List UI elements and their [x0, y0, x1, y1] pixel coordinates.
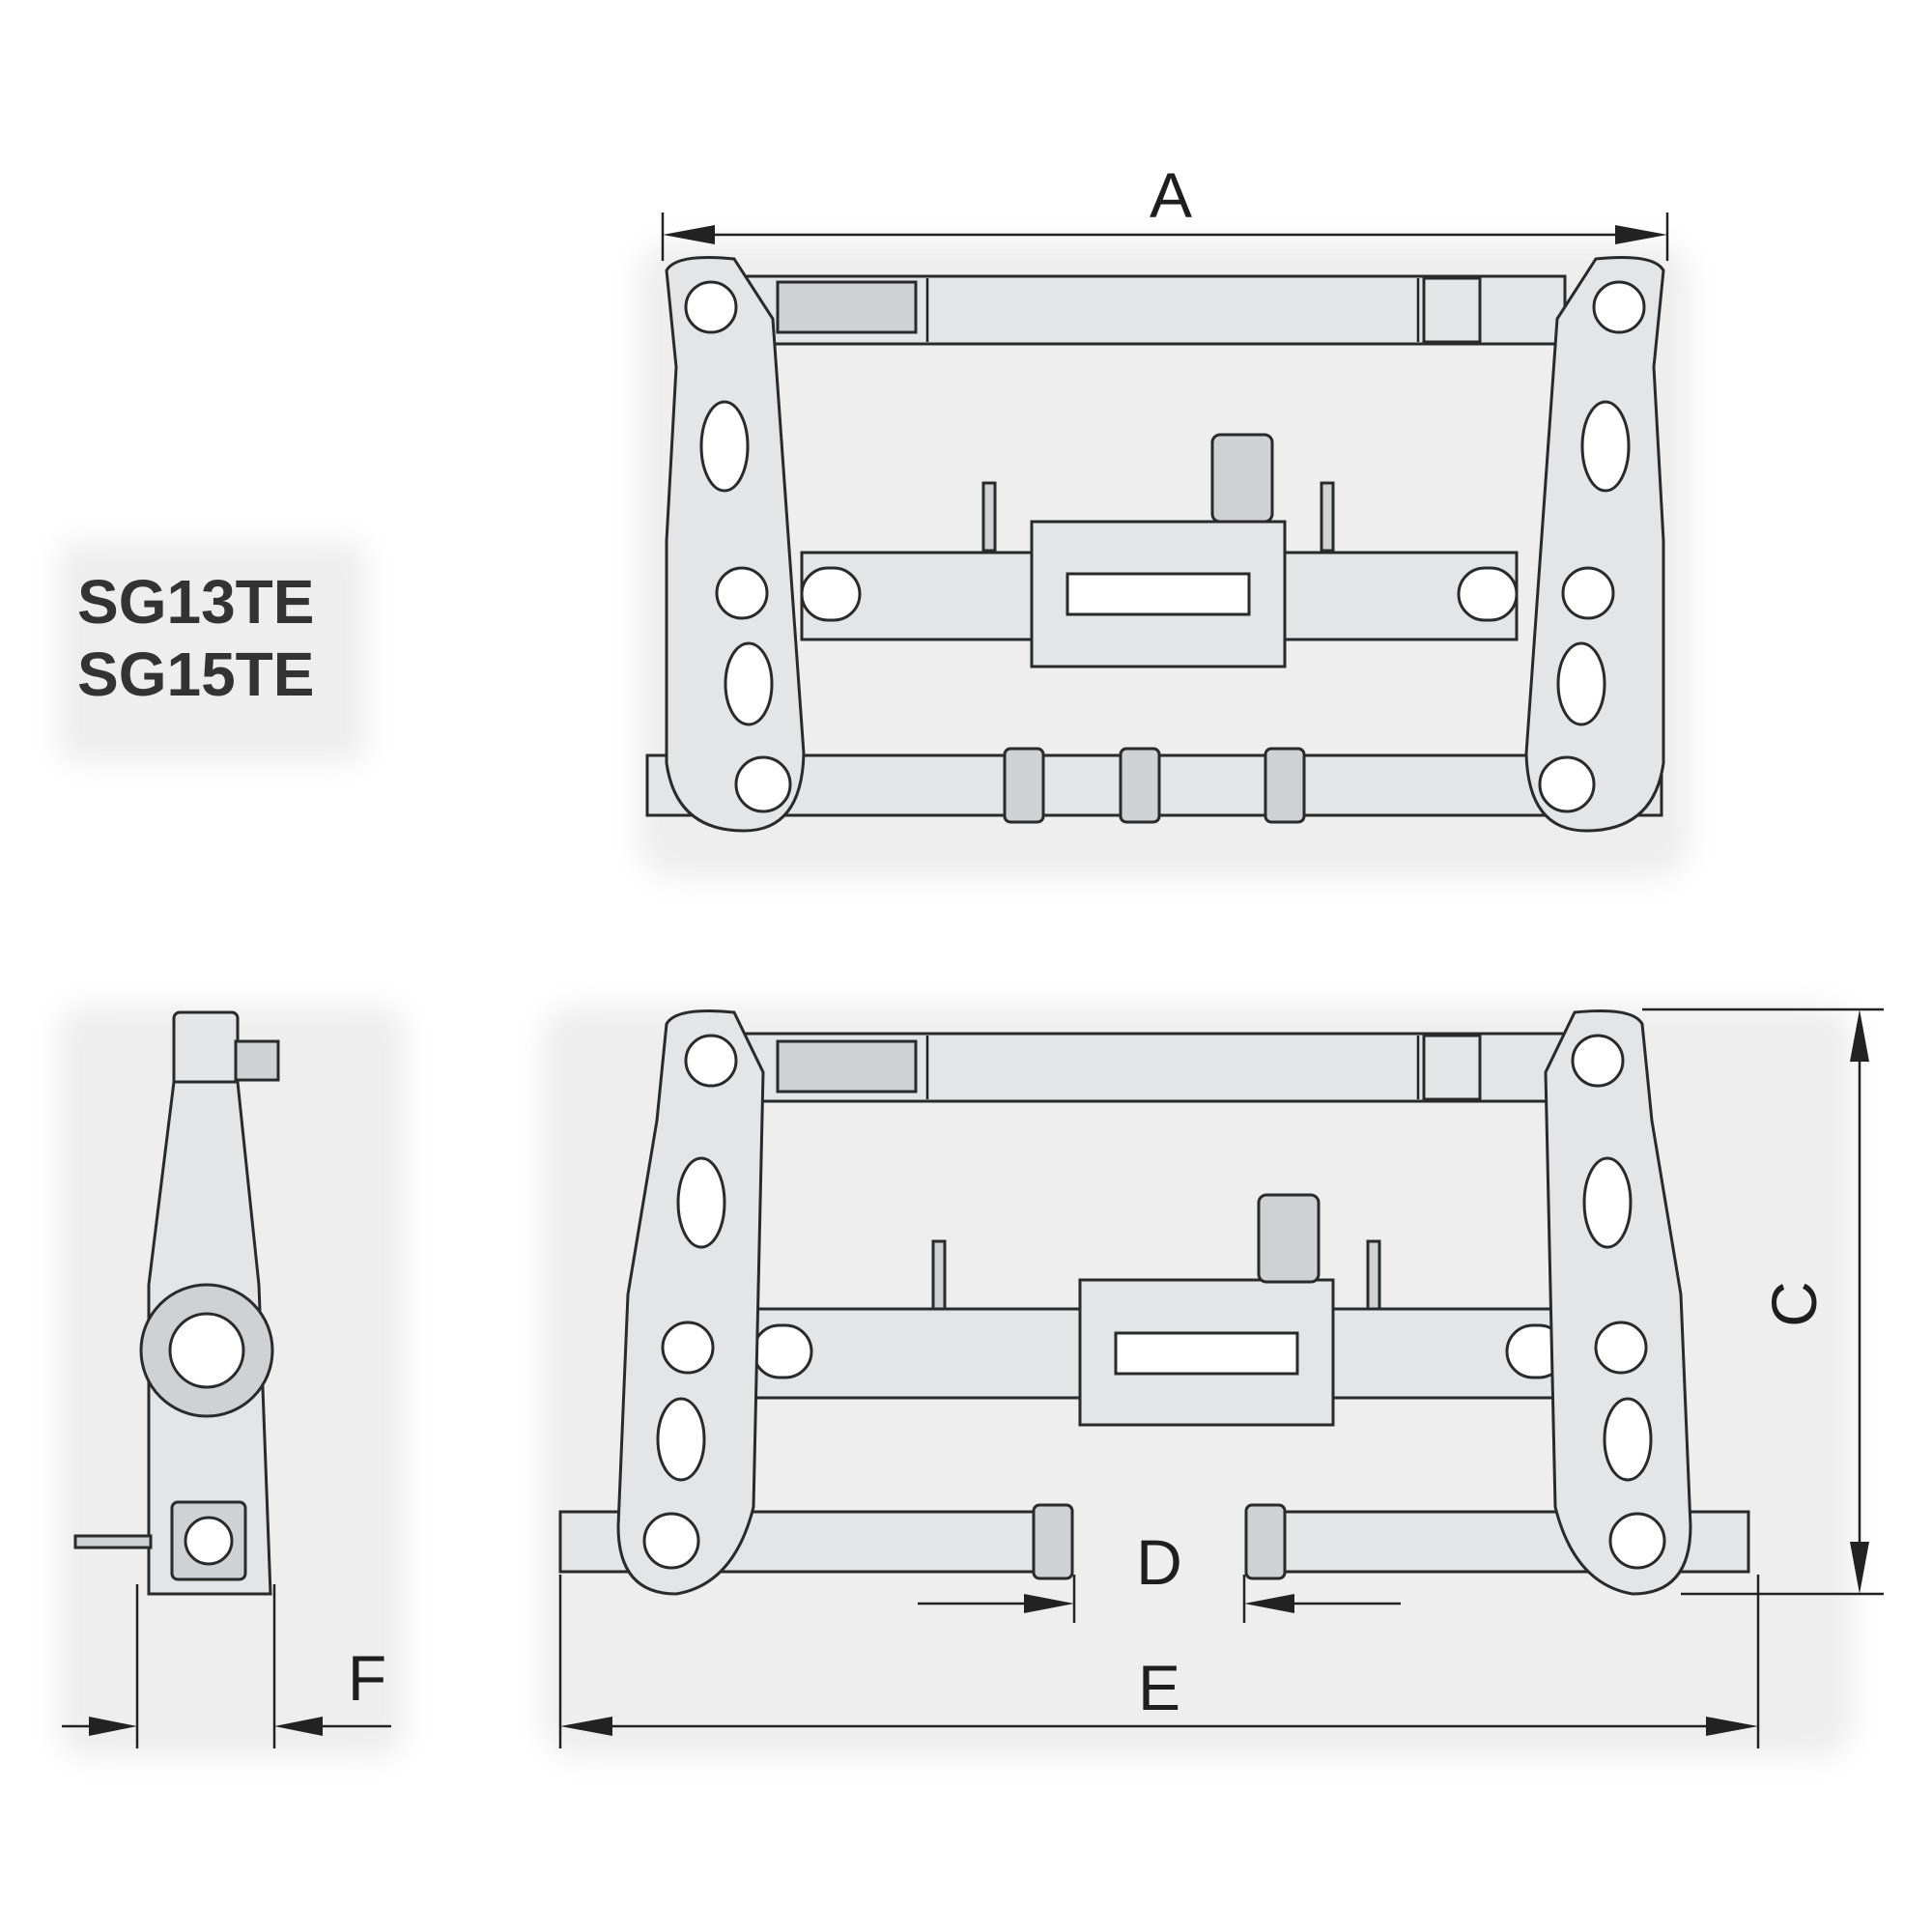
right-arm-2-hole-mid — [1594, 1321, 1648, 1375]
dimension-d: D — [918, 1526, 1401, 1623]
left-arm-2-hole-mid — [661, 1321, 715, 1375]
dimension-label-d: D — [1136, 1526, 1182, 1598]
left-arm-slot-2 — [724, 641, 774, 726]
side-view: F — [62, 1010, 391, 1748]
side-lower-hole — [184, 1516, 234, 1566]
roller-1 — [1003, 747, 1045, 824]
right-arm-2-hole-top — [1571, 1034, 1625, 1088]
left-arm-hole-bottom — [734, 755, 792, 813]
center-window — [1065, 572, 1251, 616]
model-name-1: SG13TE — [77, 567, 314, 637]
side-handle — [73, 1534, 153, 1549]
dimension-a: A — [661, 159, 1669, 261]
roller-right — [1244, 1503, 1287, 1580]
roller-2 — [1119, 747, 1161, 824]
right-arm-slot-1 — [1580, 400, 1631, 493]
right-arm-hole-mid — [1561, 566, 1615, 620]
left-arm-2-hole-top — [684, 1034, 738, 1088]
bolt-left — [981, 481, 997, 553]
dimension-label-a: A — [1150, 159, 1192, 231]
bolt-left-2 — [931, 1239, 947, 1311]
left-arm-2 — [616, 1009, 765, 1596]
left-arm-hole-top — [684, 280, 738, 334]
dimension-label-e: E — [1138, 1652, 1180, 1723]
warning-label-2 — [1422, 1034, 1482, 1101]
bottom-view: C D E — [558, 1008, 1884, 1748]
model-name-2: SG15TE — [77, 639, 314, 709]
bolt-right — [1320, 481, 1335, 553]
top-knob — [1210, 433, 1274, 524]
right-arm-2 — [1544, 1009, 1692, 1596]
warning-label — [1422, 276, 1482, 344]
left-arm-2-slot-2 — [656, 1397, 706, 1482]
right-arm-2-slot-1 — [1582, 1156, 1633, 1249]
dimension-label-f: F — [348, 1642, 386, 1714]
left-arm-2-hole-bottom — [642, 1512, 700, 1570]
dimension-f: F — [62, 1584, 391, 1748]
right-arm-hole-top — [1592, 280, 1646, 334]
left-arm-slot-1 — [699, 400, 750, 493]
slot-left — [800, 566, 862, 622]
bolt-right-2 — [1366, 1239, 1381, 1311]
right-arm-2-hole-bottom — [1608, 1512, 1666, 1570]
side-hub-inner — [168, 1312, 245, 1389]
dimension-e: E — [558, 1575, 1760, 1748]
nameplate-left — [776, 280, 918, 334]
slot-left-2 — [752, 1323, 813, 1379]
center-window-2 — [1114, 1331, 1299, 1376]
dimension-label-c: C — [1758, 1281, 1830, 1327]
right-arm-2-slot-2 — [1603, 1397, 1653, 1482]
nameplate-left-2 — [776, 1039, 918, 1094]
left-arm-2-slot-1 — [676, 1156, 726, 1249]
top-view: A — [645, 159, 1669, 833]
side-top-pin — [234, 1039, 280, 1082]
left-arm-hole-mid — [715, 566, 769, 620]
slot-right — [1457, 566, 1519, 622]
right-arm-slot-2 — [1556, 641, 1606, 726]
dimension-c: C — [1642, 1008, 1884, 1596]
top-knob-2 — [1257, 1193, 1321, 1284]
roller-left — [1032, 1503, 1074, 1580]
right-arm-hole-bottom — [1538, 755, 1596, 813]
side-top-block — [172, 1010, 240, 1094]
model-names: SG13TE SG15TE — [77, 567, 314, 709]
roller-3 — [1264, 747, 1306, 824]
